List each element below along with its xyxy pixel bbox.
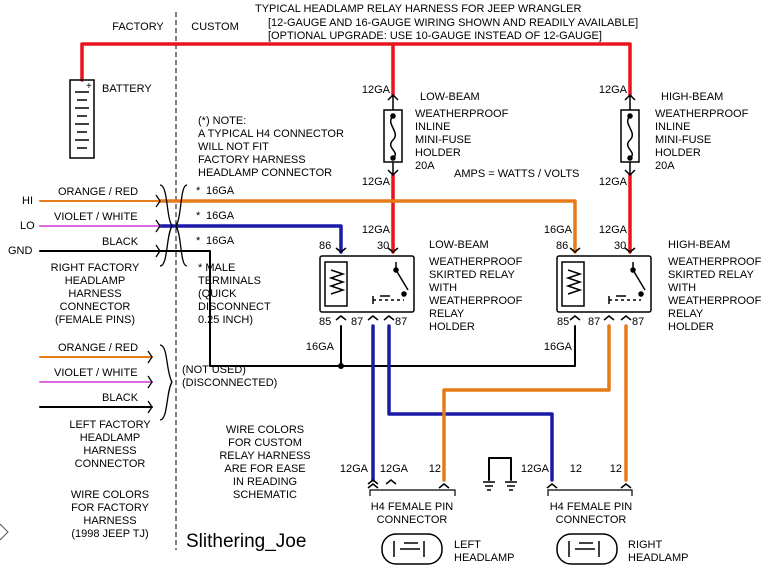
low-beam-relay bbox=[319, 255, 415, 313]
low-beam-fuse-holder bbox=[383, 109, 403, 163]
right-headlamp-label: RIGHT HEADLAMP bbox=[628, 539, 689, 564]
right-conn-caption: H4 FEMALE PIN CONNECTOR bbox=[549, 501, 633, 526]
rf-wire-3-star: * bbox=[196, 235, 201, 247]
low-relay-pin85: 85 bbox=[319, 316, 332, 328]
rf-wire-2-star: * bbox=[196, 210, 201, 222]
edge-chevron-icon bbox=[0, 523, 9, 541]
orange-hi-trigger-wire bbox=[158, 199, 577, 254]
high-relay-desc: WEATHERPROOF SKIRTED RELAY WITH WEATHERP… bbox=[668, 256, 762, 333]
pin-markers bbox=[335, 247, 636, 489]
lf-wire-1-label: ORANGE / RED bbox=[58, 342, 139, 354]
author-signature: Slithering_Joe bbox=[186, 531, 307, 552]
battery-plus: + bbox=[86, 81, 92, 92]
orange-high-output-left bbox=[442, 324, 611, 482]
h4-connector-note: (*) NOTE: A TYPICAL H4 CONNECTOR WILL NO… bbox=[198, 115, 344, 179]
rf-wire-1-side: HI bbox=[22, 195, 33, 207]
right-conn-gauge-1: 12GA bbox=[520, 463, 549, 475]
low-85-gauge: 16GA bbox=[305, 341, 334, 353]
ground-wire bbox=[159, 250, 576, 367]
high-fuse-top-lead bbox=[624, 93, 636, 110]
low-relay-title: LOW-BEAM bbox=[429, 239, 489, 251]
high-fuse-gauge-bottom: 12GA bbox=[598, 176, 627, 188]
page-title: TYPICAL HEADLAMP RELAY HARNESS FOR JEEP … bbox=[255, 3, 582, 15]
rf-wire-2-side: LO bbox=[20, 220, 35, 232]
high-relay-gauge30: 12GA bbox=[598, 224, 627, 236]
not-used-note: (NOT USED) (DISCONNECTED) bbox=[182, 364, 278, 389]
low-relay-pin87b: 87 bbox=[395, 316, 408, 328]
left-conn-gauge-2: 12GA bbox=[379, 463, 408, 475]
high-beam-relay bbox=[556, 255, 652, 313]
amps-note: AMPS = WATTS / VOLTS bbox=[454, 168, 580, 180]
low-relay-gauge30: 12GA bbox=[361, 224, 390, 236]
red-feed-wire bbox=[80, 42, 632, 97]
high-fuse-gauge-top: 12GA bbox=[598, 84, 627, 96]
low-fuse-gauge-top: 12GA bbox=[361, 84, 390, 96]
high-relay-pin85: 85 bbox=[557, 316, 570, 328]
low-relay-desc: WEATHERPROOF SKIRTED RELAY WITH WEATHERP… bbox=[429, 256, 523, 333]
high-relay-pin30: 30 bbox=[614, 240, 627, 252]
factory-color-note: WIRE COLORS FOR FACTORY HARNESS (1998 JE… bbox=[70, 489, 150, 540]
battery-symbol bbox=[69, 79, 95, 159]
rf-wire-1-label: ORANGE / RED bbox=[58, 186, 139, 198]
male-terminals-note: * MALE TERMINALS (QUICK DISCONNECT 0.25 … bbox=[198, 262, 271, 326]
low-relay-pin87a: 87 bbox=[351, 316, 364, 328]
rf-wire-3-side: GND bbox=[8, 245, 33, 257]
low-fuse-title: LOW-BEAM bbox=[420, 91, 480, 103]
left-h4-bracket bbox=[369, 489, 456, 496]
right-factory-caption: RIGHT FACTORY HEADLAMP HARNESS CONNECTOR… bbox=[50, 262, 140, 326]
factory-connector-braces bbox=[147, 184, 188, 421]
left-conn-gauge-1: 12GA bbox=[339, 463, 368, 475]
high-fuse-desc: WEATHERPROOF INLINE MINI-FUSE HOLDER 20A bbox=[655, 108, 749, 172]
low-fuse-bottom-lead bbox=[387, 162, 399, 177]
ground-symbols bbox=[483, 481, 517, 491]
low-fuse-desc: WEATHERPROOF INLINE MINI-FUSE HOLDER 20A bbox=[415, 108, 509, 172]
high-relay-pin86: 86 bbox=[556, 240, 569, 252]
high-relay-pin87a: 87 bbox=[588, 316, 601, 328]
lf-wire-3-label: BLACK bbox=[102, 392, 139, 404]
rf-wire-1-gauge: 16GA bbox=[206, 185, 235, 197]
title-note-2: [OPTIONAL UPGRADE: USE 10-GAUGE INSTEAD … bbox=[268, 30, 602, 42]
rf-wire-2-label: VIOLET / WHITE bbox=[54, 211, 138, 223]
custom-label: CUSTOM bbox=[191, 21, 239, 33]
high-relay-gauge86: 16GA bbox=[543, 224, 572, 236]
high-fuse-bottom-lead bbox=[624, 162, 636, 177]
right-conn-gauge-2: 12 bbox=[569, 463, 582, 475]
high-beam-fuse-holder bbox=[620, 109, 640, 163]
title-note-1: [12-GAUGE AND 16-GAUGE WIRING SHOWN AND … bbox=[268, 17, 639, 29]
rf-wire-3-label: BLACK bbox=[102, 236, 139, 248]
low-relay-pin86: 86 bbox=[319, 240, 332, 252]
high-fuse-title: HIGH-BEAM bbox=[661, 91, 724, 103]
factory-label: FACTORY bbox=[112, 21, 164, 33]
lf-wire-2-label: VIOLET / WHITE bbox=[54, 367, 138, 379]
left-headlamp bbox=[381, 533, 443, 565]
low-fuse-gauge-bottom: 12GA bbox=[361, 176, 390, 188]
battery-label: BATTERY bbox=[102, 83, 152, 95]
right-conn-gauge-3: 12 bbox=[609, 463, 622, 475]
rf-wire-2-gauge: 16GA bbox=[206, 210, 235, 222]
low-relay-pin30: 30 bbox=[377, 240, 390, 252]
left-headlamp-label: LEFT HEADLAMP bbox=[454, 539, 515, 564]
low-fuse-top-lead bbox=[387, 93, 399, 110]
blue-low-output-right bbox=[387, 324, 554, 482]
high-85-gauge: 16GA bbox=[543, 341, 572, 353]
high-relay-pin87b: 87 bbox=[632, 316, 645, 328]
left-conn-caption: H4 FEMALE PIN CONNECTOR bbox=[370, 501, 454, 526]
rf-wire-1-star: * bbox=[196, 185, 201, 197]
ground-junction bbox=[338, 363, 344, 369]
high-relay-title: HIGH-BEAM bbox=[668, 239, 731, 251]
left-conn-gauge-3: 12 bbox=[428, 463, 441, 475]
right-headlamp bbox=[556, 533, 618, 565]
rf-wire-3-gauge: 16GA bbox=[206, 235, 235, 247]
custom-color-note: WIRE COLORS FOR CUSTOM RELAY HARNESS ARE… bbox=[219, 424, 311, 501]
blue-lo-trigger-wire bbox=[158, 224, 343, 254]
right-h4-bracket bbox=[547, 489, 633, 496]
left-factory-caption: LEFT FACTORY HEADLAMP HARNESS CONNECTOR bbox=[69, 419, 151, 470]
